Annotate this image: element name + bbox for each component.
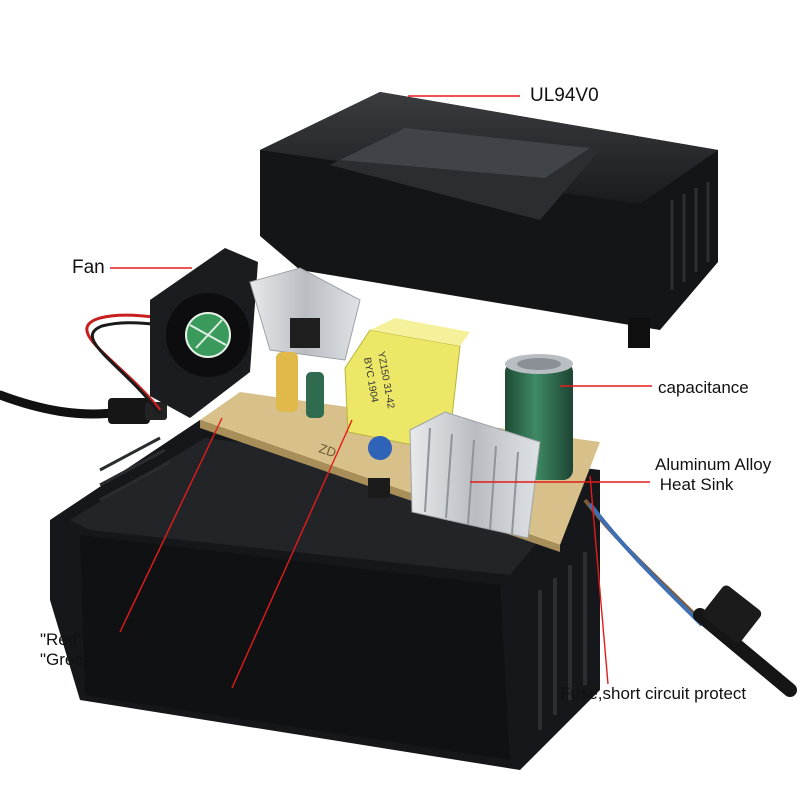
- bottom-case: [50, 420, 600, 770]
- leader-line-fuse: [589, 475, 609, 685]
- top-cover: [260, 92, 718, 348]
- small-heat-sink: [249, 267, 361, 361]
- label-led-indicator: "Red" charging "Green" full: [40, 630, 154, 669]
- label-ul94v0: UL94V0: [530, 85, 599, 106]
- label-fan: Fan: [72, 257, 105, 278]
- fan-icon: [150, 248, 258, 418]
- heat-sink-icon: [368, 411, 541, 539]
- leader-line-led: [119, 417, 223, 633]
- label-transformer: Transformer: [193, 689, 285, 708]
- board-marking: ZD: [317, 441, 338, 461]
- leader-line-transformer: [231, 419, 353, 689]
- label-heat-sink: Aluminum Alloy Heat Sink: [655, 455, 772, 494]
- power-cord-icon: [0, 390, 167, 424]
- label-capacitance: capacitance: [658, 378, 749, 397]
- output-cord-icon: [583, 498, 797, 697]
- label-fuse: Fuse,short circuit protect: [560, 684, 747, 703]
- capacitor-icon: [276, 352, 324, 418]
- leader-lines: [110, 95, 652, 689]
